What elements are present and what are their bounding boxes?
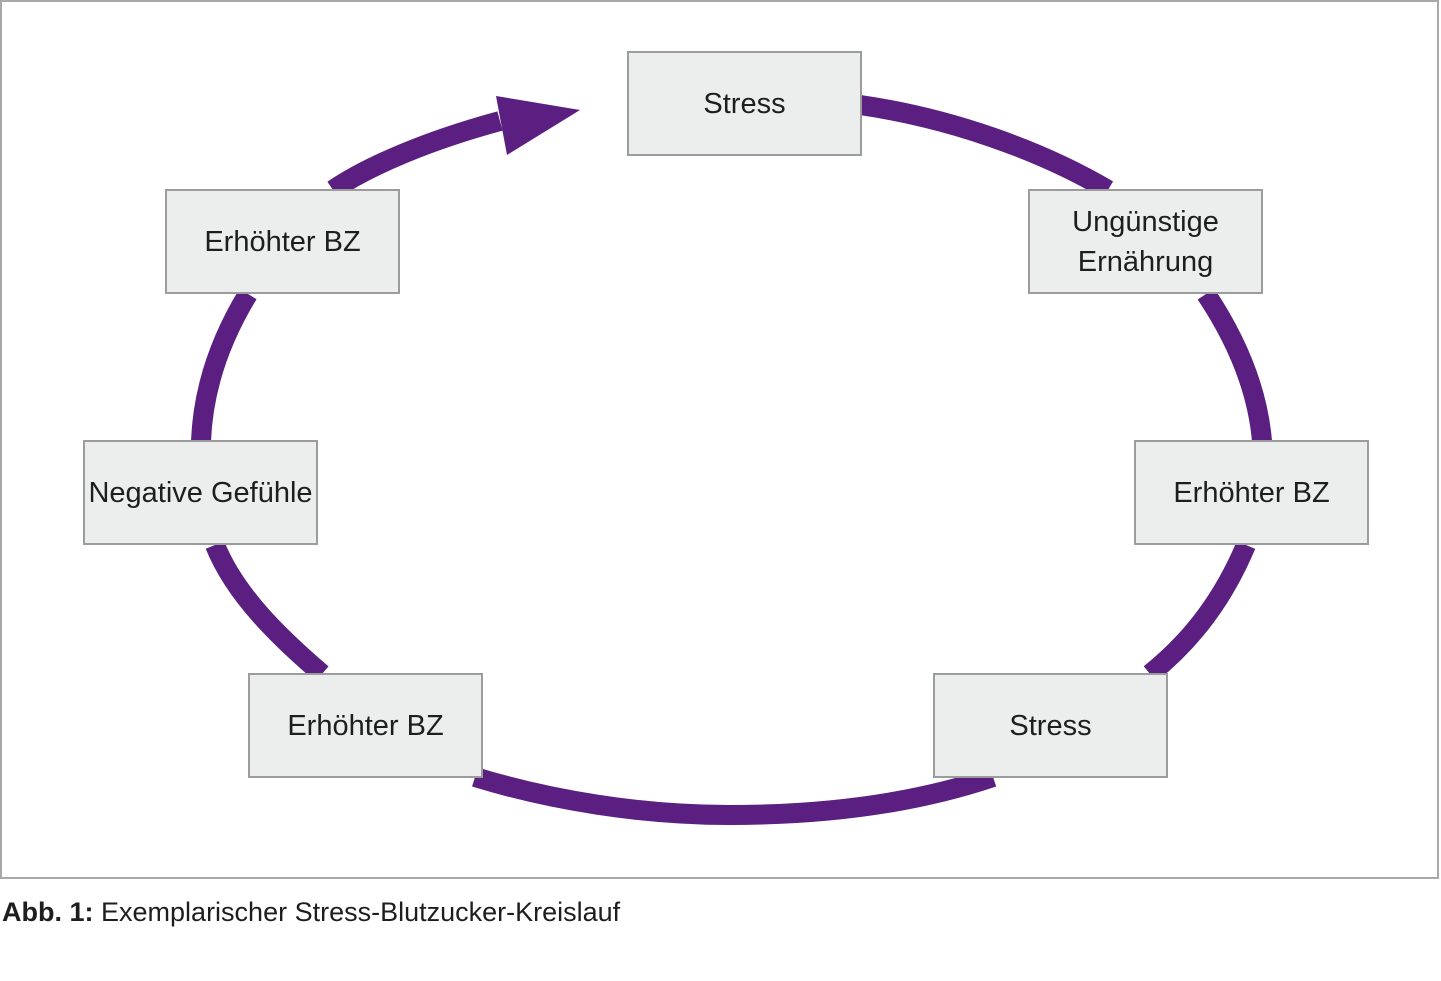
cycle-arrow-path [327, 111, 503, 199]
node-erhöhter-bz-top-left: Erhöhter BZ [165, 189, 400, 294]
cycle-arrow-path [191, 288, 257, 442]
node-stress-bottom: Stress [933, 673, 1168, 778]
node-ungünstige-ernährung: Ungünstige Ernährung [1028, 189, 1263, 294]
caption-label: Abb. 1: [2, 897, 94, 927]
cycle-arrow-path [205, 541, 329, 682]
cycle-arrow-path [858, 95, 1114, 199]
cycle-arrow-path [1197, 288, 1272, 442]
cycle-arrow-path [472, 767, 997, 826]
node-stress-top: Stress [627, 51, 862, 156]
caption-text: Exemplarischer Stress-Blutzucker-Kreisla… [101, 897, 621, 927]
figure-caption: Abb. 1: Exemplarischer Stress-Blutzucker… [2, 897, 620, 928]
node-erhöhter-bz-bottom-left: Erhöhter BZ [248, 673, 483, 778]
cycle-arrow-path [1143, 541, 1256, 682]
node-erhöhter-bz-right: Erhöhter BZ [1134, 440, 1369, 545]
arrow-head-icon [496, 96, 580, 155]
node-negative-gefühle: Negative Gefühle [83, 440, 318, 545]
